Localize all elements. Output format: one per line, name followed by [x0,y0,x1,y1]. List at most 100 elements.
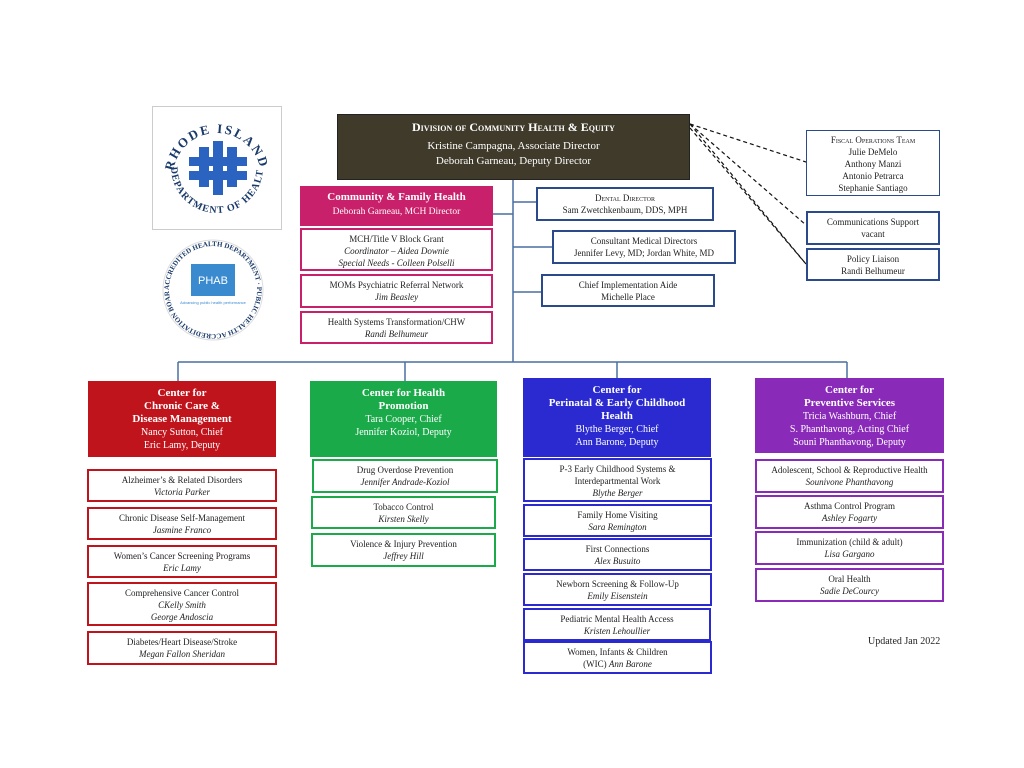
program-lead: Lisa Gargano [824,549,875,559]
program-box: Diabetes/Heart Disease/Stroke Megan Fall… [87,631,277,665]
program-lead: Sara Remington [588,522,647,532]
policy-title: Policy Liaison [846,254,900,264]
program-title: Alzheimer’s & Related Disorders [121,475,243,485]
center-chief: Blythe Berger, Chief [575,424,659,435]
phab-tagline: Advancing public health performance [180,300,247,305]
program-title: Family Home Visiting [577,510,658,520]
chief-impl-title: Chief Implementation Aide [578,280,678,290]
program-title: Women’s Cancer Screening Programs [113,551,251,561]
program-box: Alzheimer’s & Related Disorders Victoria… [87,469,277,502]
program-lead: Sadie DeCourcy [820,586,879,596]
program-title: Diabetes/Heart Disease/Stroke [126,637,238,647]
program-lead: Blythe Berger [592,488,643,498]
program-box: Violence & Injury Prevention Jeffrey Hil… [311,533,496,567]
program-title: Immunization (child & adult) [796,537,903,547]
program-title: Tobacco Control [373,502,434,512]
program-title: Interdepartmental Work [574,476,661,486]
center-deputy: Jennifer Koziol, Deputy [355,427,452,438]
program-title: Drug Overdose Prevention [356,465,454,475]
program-lead: Kirsten Skelly [378,514,429,524]
division-header: Division of Community Health & Equity Kr… [337,114,690,180]
phab-logo: ACCREDITED HEALTH DEPARTMENT · PUBLIC HE… [152,232,271,342]
center-chief: Tricia Washburn, Chief [802,411,897,422]
program-box: Adolescent, School & Reproductive Health… [755,459,944,493]
cfh-sub: Deborah Garneau, MCH Director [332,207,461,217]
communications-support-box: Communications Support vacant [806,211,940,245]
program-lead: Victoria Parker [153,487,211,497]
program-title: (WIC) [583,659,607,669]
program-box: Newborn Screening & Follow-Up Emily Eise… [523,573,712,606]
program-box: Asthma Control Program Ashley Fogarty [755,495,944,529]
center-perinatal: Center for Perinatal & Early Childhood H… [523,378,711,457]
comm-support-name: vacant [861,229,885,239]
policy-name: Randi Belhumeur [841,266,905,276]
program-lead: Emily Eisenstein [587,591,648,601]
consultant-names: Jennifer Levy, MD; Jordan White, MD [574,248,714,258]
cfh-header: Community & Family Health Deborah Garnea… [300,186,493,226]
program-title: First Connections [585,544,650,554]
program-title: Women, Infants & Children [567,647,668,657]
program-title: Newborn Screening & Follow-Up [556,579,679,589]
dental-director-box: Dental Director Sam Zwetchkenbaum, DDS, … [536,187,714,221]
center-chronic-care: Center for Chronic Care & Disease Manage… [88,381,276,457]
center-chief: Nancy Sutton, Chief [141,427,223,438]
ri-health-logo: RHODE ISLAND DEPARTMENT OF HEALTH [149,99,282,230]
mch-title: MCH/Title V Block Grant [349,234,444,244]
comm-support-title: Communications Support [826,217,920,227]
moms-name: Jim Beasley [374,292,419,302]
fiscal-member: Anthony Manzi [844,159,902,169]
phab-name: PHAB [198,275,228,287]
program-title: Comprehensive Cancer Control [125,588,239,598]
mch-box: MCH/Title V Block Grant Coordinator – Ai… [300,228,493,271]
hst-title: Health Systems Transformation/CHW [327,317,466,327]
center-deputy: Souni Phanthavong, Deputy [793,437,906,448]
program-lead: Eric Lamy [163,563,201,573]
center-deputy: Eric Lamy, Deputy [143,440,221,451]
fiscal-member: Stephanie Santiago [838,183,908,193]
center-title: Promotion [378,400,429,412]
division-title: Division of Community Health & Equity [412,120,615,134]
program-title: P-3 Early Childhood Systems & [559,464,676,474]
program-lead: George Andoscia [150,612,214,622]
program-lead: Sounivone Phanthavong [805,477,894,487]
program-box: Women’s Cancer Screening Programs Eric L… [87,545,277,578]
policy-liaison-box: Policy Liaison Randi Belhumeur [806,248,940,281]
program-box: Chronic Disease Self-Management Jasmine … [87,507,277,540]
program-box: Immunization (child & adult) Lisa Gargan… [755,531,944,565]
program-title: Asthma Control Program [804,501,895,511]
center-title: Center for [825,384,874,396]
center-title: Health [601,410,633,422]
program-lead: Ashley Fogarty [821,513,878,523]
center-title: Center for Health [361,387,446,399]
chief-impl-name: Michelle Place [601,292,655,302]
program-title: Oral Health [828,574,871,584]
program-title: Violence & Injury Prevention [350,539,457,549]
chief-implementation-box: Chief Implementation Aide Michelle Place [541,274,715,307]
program-box: Family Home Visiting Sara Remington [523,504,712,537]
center-preventive: Center for Preventive Services Tricia Wa… [755,378,944,453]
hst-box: Health Systems Transformation/CHW Randi … [300,311,493,344]
center-deputy: Ann Barone, Deputy [575,437,659,448]
center-title: Perinatal & Early Childhood [548,397,686,409]
program-box: Pediatric Mental Health Access Kristen L… [523,608,711,641]
program-box: First Connections Alex Busuito [523,538,712,571]
program-box: Women, Infants & Children (WIC) Ann Baro… [523,641,712,674]
updated-date: Updated Jan 2022 [868,636,941,647]
center-health-promotion: Center for Health Promotion Tara Cooper,… [310,381,497,457]
fiscal-operations-box: Fiscal Operations Team Julie DeMelo Anth… [806,130,940,196]
program-box: Comprehensive Cancer Control CKelly Smit… [87,582,277,626]
program-lead: Jeffrey Hill [383,551,424,561]
mch-line2: Special Needs - Colleen Polselli [338,258,455,268]
program-lead: Jasmine Franco [152,525,212,535]
fiscal-title: Fiscal Operations Team [830,135,916,145]
program-title: Chronic Disease Self-Management [119,513,245,523]
fiscal-member: Julie DeMelo [848,147,898,157]
center-title: Preventive Services [803,397,896,409]
dental-name: Sam Zwetchkenbaum, DDS, MPH [562,205,688,215]
center-title: Center for [592,384,642,396]
program-lead: Megan Fallon Sheridan [139,649,225,659]
hst-name: Randi Belhumeur [364,329,429,339]
dental-title: Dental Director [595,193,655,203]
fiscal-member: Antonio Petrarca [842,171,904,181]
